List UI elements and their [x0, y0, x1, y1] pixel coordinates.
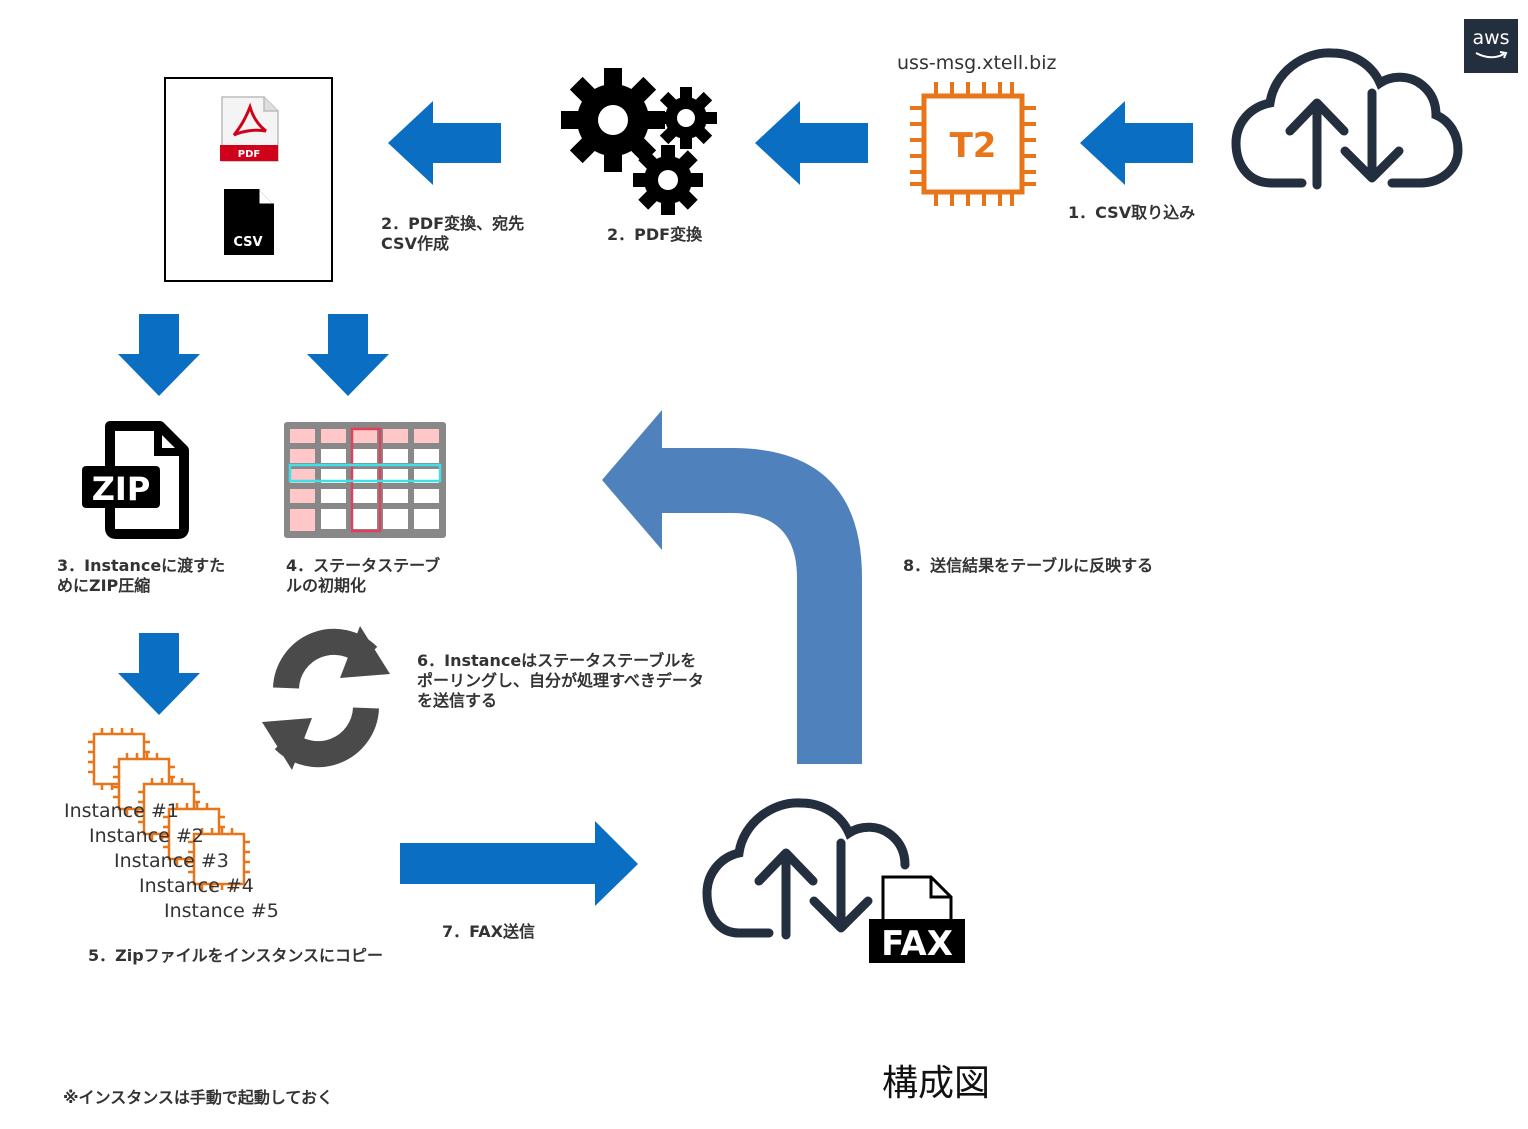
- instance-label-1: Instance #1: [64, 800, 179, 822]
- instance-label-3: Instance #3: [114, 850, 229, 872]
- csv-icon-label: CSV: [233, 235, 262, 250]
- step7-label: 7．FAX送信: [442, 922, 535, 941]
- fax-icon-label: FAX: [881, 924, 953, 964]
- instance-label-5: Instance #5: [164, 900, 279, 922]
- ec2-chip-label: T2: [950, 126, 997, 166]
- polling-refresh-icon: [262, 626, 390, 770]
- ec2-instances-icon: [88, 728, 250, 890]
- step2-full-label: 2．PDF変換、宛先 CSV作成: [381, 214, 525, 253]
- arrow-down-to-zip: [118, 314, 200, 396]
- return-arrow-result: [602, 410, 862, 764]
- footnote: ※インスタンスは手動で起動しておく: [63, 1088, 333, 1107]
- step5-label: 5．Zipファイルをインスタンスにコピー: [88, 946, 384, 965]
- zip-file-icon: ZIP: [82, 421, 189, 539]
- instance-label-2: Instance #2: [89, 825, 204, 847]
- aws-logo: aws: [1464, 19, 1518, 73]
- fax-cloud-icon: FAX: [702, 798, 965, 964]
- pdf-icon-label: PDF: [238, 149, 260, 160]
- aws-logo-text: aws: [1472, 27, 1510, 49]
- aws-smile-icon: [1475, 51, 1508, 59]
- step6-label: 6．Instanceはステータステーブルを ポーリングし、自分が処理すべきデータ…: [417, 651, 704, 710]
- step8-label: 8．送信結果をテーブルに反映する: [903, 556, 1154, 575]
- arrow-left-step2-output: [388, 101, 501, 185]
- ec2-t2-chip-icon: T2: [910, 82, 1036, 206]
- arrow-left-step2: [755, 101, 868, 185]
- csv-file-icon: CSV: [224, 189, 274, 255]
- gears-icon: [561, 68, 717, 215]
- output-files-box: PDF CSV: [164, 77, 333, 282]
- arrow-right-fax-send: [400, 821, 638, 906]
- cloud-upload-download-icon: [1231, 48, 1463, 190]
- arrow-left-step1: [1080, 101, 1193, 185]
- pdf-file-icon: PDF: [220, 96, 279, 162]
- zip-icon-label: ZIP: [92, 470, 151, 508]
- status-table-icon: [284, 422, 446, 538]
- step1-label: 1．CSV取り込み: [1068, 203, 1196, 222]
- diagram-title: 構成図: [882, 1063, 991, 1104]
- host-label: uss-msg.xtell.biz: [897, 52, 1057, 74]
- step3-label: 3．Instanceに渡すた めにZIP圧縮: [57, 556, 226, 595]
- arrow-down-to-instances: [118, 633, 200, 715]
- step4-label: 4．ステータステーブ ルの初期化: [286, 556, 441, 595]
- arrow-down-to-table: [307, 314, 389, 396]
- instance-label-4: Instance #4: [139, 875, 254, 897]
- step2-convert-label: 2．PDF変換: [607, 225, 703, 244]
